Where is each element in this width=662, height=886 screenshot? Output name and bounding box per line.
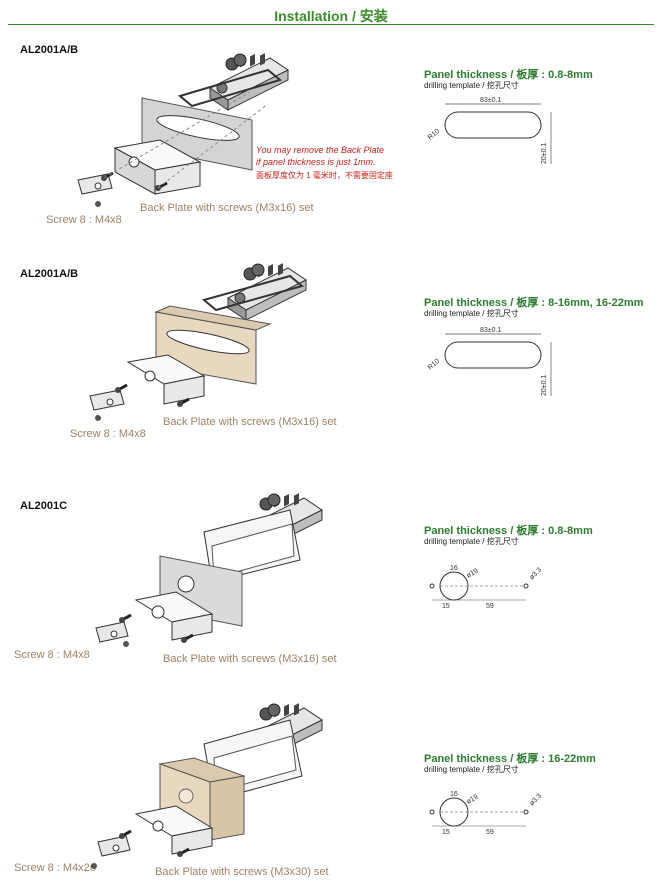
dim-w3-4: 59 [486, 829, 494, 836]
dim-d1-4: ø19 [466, 794, 480, 806]
dim-height-1: 20±0.1 [541, 143, 548, 164]
drilling-template-round-3: 16 ø19 ø3.3 15 59 [429, 565, 543, 610]
screw-caption-2: Screw 8 : M4x8 [70, 428, 146, 440]
dim-radius-1: R10 [427, 128, 441, 142]
panel-thickness-3: Panel thickness / 板厚 : 0.8-8mm [424, 525, 593, 537]
dim-w1-4: 16 [450, 791, 458, 798]
backplate-caption-1: Back Plate with screws (M3x16) set [140, 202, 314, 214]
drilling-template-slot-2: 83±0.1 20±0.1 R10 [427, 327, 552, 396]
panel-thickness-1: Panel thickness / 板厚 : 0.8-8mm [424, 69, 593, 81]
dim-width-2: 83±0.1 [480, 327, 501, 334]
drilling-template-slot-1: 83±0.1 20±0.1 R10 [427, 97, 552, 164]
drilling-template-4: drilling template / 挖孔尺寸 [424, 765, 519, 774]
dim-w2-3: 15 [442, 603, 450, 610]
drilling-template-3: drilling template / 挖孔尺寸 [424, 537, 519, 546]
model-label-1: AL2001A/B [20, 44, 79, 56]
dim-d1-3: ø19 [466, 568, 480, 580]
screw-caption-3: Screw 8 : M4x8 [14, 649, 90, 661]
dim-w1-3: 16 [450, 565, 458, 572]
dim-d2-3: ø3.3 [528, 566, 543, 581]
dim-w3-3: 59 [486, 603, 494, 610]
backplate-caption-2: Back Plate with screws (M3x16) set [163, 416, 337, 428]
drilling-template-1: drilling template / 挖孔尺寸 [424, 81, 519, 90]
backplate-caption-3: Back Plate with screws (M3x16) set [163, 653, 337, 665]
drilling-template-round-4: 16 ø19 ø3.3 15 59 [429, 791, 543, 836]
note-line-1: You may remove the Back Plate [256, 145, 385, 155]
section-1-illustration [77, 52, 289, 207]
panel-thickness-4: Panel thickness / 板厚 : 16-22mm [424, 753, 596, 765]
drilling-template-2: drilling template / 挖孔尺寸 [424, 309, 519, 318]
section-4-illustration [91, 702, 323, 869]
section-2-illustration [89, 262, 307, 421]
note-line-3: 面板厚度仅为 1 毫米时，不需要固定座 [256, 171, 393, 180]
back-plate-note: You may remove the Back Plate if panel t… [256, 144, 384, 168]
panel-thickness-2: Panel thickness / 板厚 : 8-16mm, 16-22mm [424, 297, 644, 309]
dim-width-1: 83±0.1 [480, 97, 501, 104]
dim-radius-2: R10 [427, 358, 441, 372]
note-line-2: if panel thickness is just 1mm. [256, 157, 376, 167]
dim-height-2: 20±0.1 [541, 375, 548, 396]
screw-caption-4: Screw 8 : M4x26 [14, 862, 96, 874]
model-label-2: AL2001A/B [20, 268, 79, 280]
dim-w2-4: 15 [442, 829, 450, 836]
page-title: Installation / 安装 [274, 8, 388, 24]
model-label-3: AL2001C [20, 500, 68, 512]
backplate-caption-4: Back Plate with screws (M3x30) set [155, 866, 329, 878]
dim-d2-4: ø3.3 [528, 792, 543, 807]
screw-caption-1: Screw 8 : M4x8 [46, 214, 122, 226]
title-divider [8, 24, 654, 25]
section-3-illustration [95, 492, 323, 647]
